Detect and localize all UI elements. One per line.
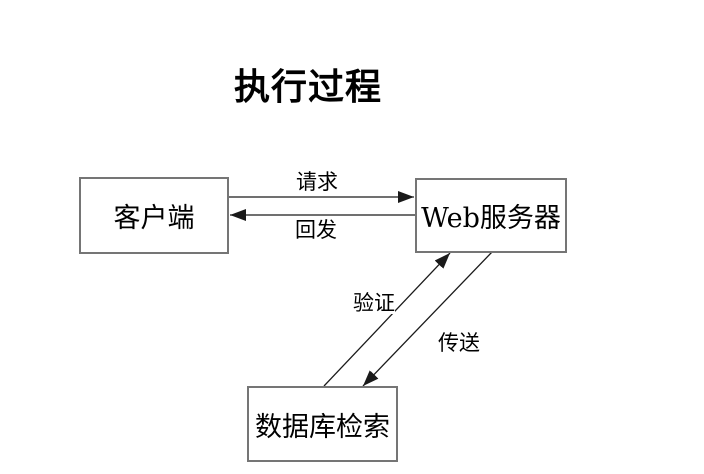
node-web-server: Web服务器: [415, 178, 567, 253]
node-client-label: 客户端: [113, 203, 195, 234]
node-database-label: 数据库检索: [255, 411, 390, 443]
edge-label-verify: 验证: [353, 291, 395, 315]
edge-label-request: 请求: [296, 170, 338, 194]
arrow-verify: [323, 252, 451, 387]
edge-label-postback: 回发: [295, 218, 337, 242]
node-database: 数据库检索: [247, 386, 398, 462]
edge-label-transfer: 传送: [438, 331, 480, 355]
arrow-transfer: [362, 251, 493, 387]
diagram-title: 执行过程: [233, 66, 382, 108]
node-web-server-label: Web服务器: [421, 203, 561, 234]
node-client: 客户端: [79, 177, 229, 254]
